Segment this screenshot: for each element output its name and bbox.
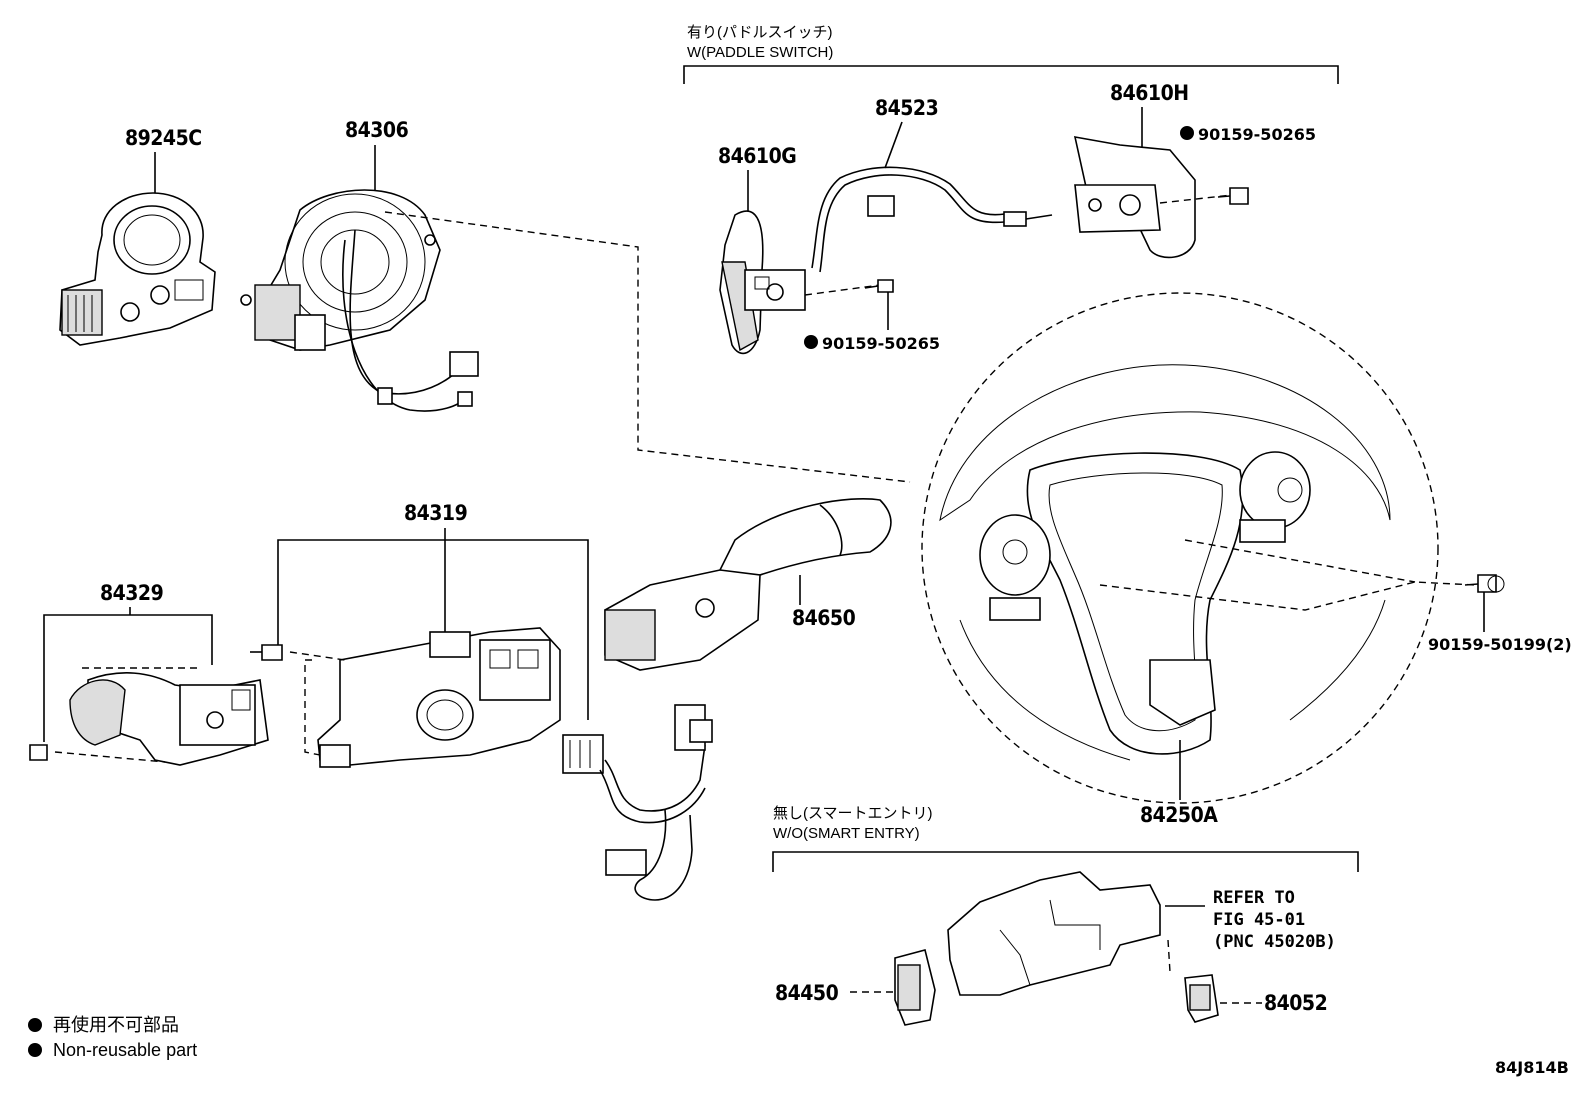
refer-line-1: REFER TO [1213, 888, 1295, 908]
part-number-84523: 84523 [875, 96, 938, 120]
part-number-90159-50265-mid: 90159-50265 [822, 334, 940, 353]
part-84450-switch[interactable]: 84450 [775, 949, 936, 1026]
part-number-90159-50199: 90159-50199(2) [1428, 635, 1572, 654]
smart-entry-group: 無し(スマートエントリ) W/O(SMART ENTRY) [772, 805, 1359, 872]
legend: 再使用不可部品 Non-reusable part [28, 1015, 197, 1060]
part-84610G-left-paddle[interactable]: 84610G [718, 144, 881, 355]
refer-line-2: FIG 45-01 [1213, 910, 1305, 930]
legend-label-jp: 再使用不可部品 [53, 1015, 179, 1035]
part-84306-spiral-cable[interactable]: 84306 [240, 118, 479, 412]
part-number-84052: 84052 [1264, 991, 1327, 1015]
paddle-group-bracket [683, 65, 1339, 84]
part-90159-50199-screw[interactable]: 90159-50199(2) [1428, 574, 1572, 654]
legend-dot-en [28, 1043, 42, 1057]
figure-id: 84J814B [1495, 1058, 1569, 1077]
part-84610H-right-paddle[interactable]: 84610H [1073, 81, 1233, 259]
legend-dot-jp [28, 1018, 42, 1032]
part-90159-50265-screw-right[interactable]: 90159-50265 [1180, 125, 1316, 205]
part-number-84650: 84650 [792, 606, 856, 630]
part-number-84329: 84329 [100, 581, 163, 605]
part-84329-light-switch[interactable]: 84329 [29, 581, 269, 766]
non-reusable-marker-top [1180, 126, 1194, 140]
paddle-group-label-jp: 有り(パドルスイッチ) [687, 24, 832, 41]
refer-line-3: (PNC 45020B) [1213, 932, 1336, 952]
smart-group-label-jp: 無し(スマートエントリ) [773, 805, 933, 822]
smart-group-bracket [772, 851, 1359, 872]
part-84052-switch[interactable]: 84052 [1184, 974, 1328, 1023]
part-84250A-steering-wheel[interactable]: 84250A [921, 292, 1476, 827]
part-89245C-steering-sensor[interactable]: 89245C [59, 126, 216, 346]
part-number-84610H: 84610H [1110, 81, 1189, 105]
legend-label-en: Non-reusable part [53, 1040, 197, 1060]
part-number-90159-50265-top: 90159-50265 [1198, 125, 1316, 144]
part-number-84250A: 84250A [1140, 803, 1218, 827]
part-84523-paddle-wire[interactable]: 84523 [811, 96, 1053, 273]
part-number-84306: 84306 [345, 118, 409, 142]
wheel-outline [921, 292, 1439, 804]
paddle-group-label-en: W(PADDLE SWITCH) [687, 44, 833, 61]
paddle-switch-group: 有り(パドルスイッチ) W(PADDLE SWITCH) [683, 24, 1339, 84]
part-number-89245C: 89245C [125, 126, 202, 150]
steering-lock-housing [947, 871, 1205, 996]
smart-group-label-en: W/O(SMART ENTRY) [773, 825, 920, 842]
part-number-84319: 84319 [404, 501, 467, 525]
part-84319-switch-body[interactable]: 84319 [250, 501, 713, 901]
part-number-84610G: 84610G [718, 144, 796, 168]
part-90159-50265-screw-left[interactable]: 90159-50265 [804, 279, 940, 353]
part-84650-wiper-switch[interactable]: 84650 [604, 497, 892, 671]
non-reusable-marker [804, 335, 818, 349]
part-number-84450: 84450 [775, 981, 839, 1005]
refer-to-note: REFER TO FIG 45-01 (PNC 45020B) [1213, 888, 1336, 952]
